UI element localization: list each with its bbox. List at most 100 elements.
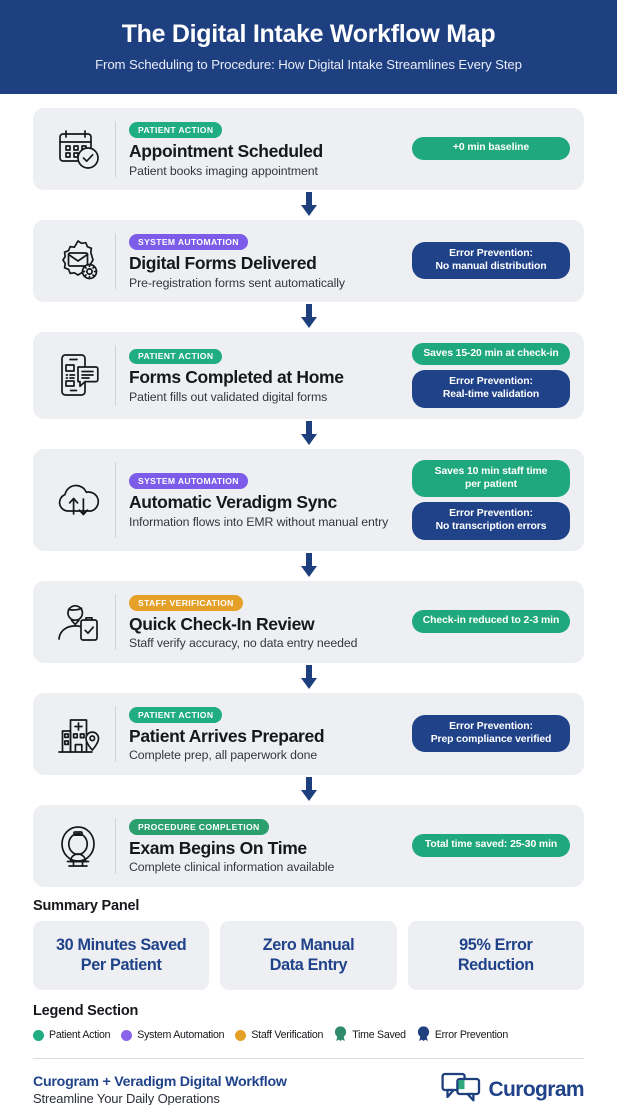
- workflow-step-card[interactable]: SYSTEM AUTOMATION Digital Forms Delivered…: [33, 219, 584, 302]
- step-subtitle: Staff verify accuracy, no data entry nee…: [129, 636, 358, 651]
- cloud-sync-icon: [45, 470, 113, 530]
- step-divider: [115, 461, 116, 538]
- legend-item: Time Saved: [334, 1026, 406, 1045]
- step-title: Forms Completed at Home: [129, 367, 344, 388]
- step-connector: [33, 302, 584, 332]
- step-subtitle: Complete prep, all paperwork done: [129, 748, 318, 763]
- speech-bubbles-icon: [441, 1072, 481, 1105]
- step-category-pill: SYSTEM AUTOMATION: [129, 234, 248, 250]
- step-connector: [33, 419, 584, 449]
- step-title: Appointment Scheduled: [129, 140, 323, 161]
- step-subtitle: Patient fills out validated digital form…: [129, 390, 328, 405]
- flow-arrow-icon: [300, 776, 317, 801]
- brand-logo: Curogram: [441, 1072, 585, 1105]
- legend-item-label: Patient Action: [49, 1029, 111, 1042]
- step-title: Digital Forms Delivered: [129, 252, 317, 273]
- page-title: The Digital Intake Workflow Map: [121, 20, 496, 48]
- step-subtitle: Patient books imaging appointment: [129, 163, 318, 178]
- legend-item: Patient Action: [33, 1029, 111, 1042]
- summary-heading: Summary Panel: [33, 897, 140, 914]
- step-connector: [33, 190, 584, 220]
- error-prevention-badge: Error Prevention:Prep compliance verifie…: [412, 714, 570, 753]
- step-badges: Check-in reduced to 2-3 min: [412, 610, 570, 633]
- step-category-pill: PATIENT ACTION: [129, 122, 223, 138]
- legend-color-dot: [33, 1029, 44, 1041]
- step-subtitle: Complete clinical information available: [129, 860, 335, 875]
- step-badges: Total time saved: 25-30 min: [412, 834, 570, 857]
- flow-arrow-icon: [300, 303, 317, 328]
- legend-item-label: Error Prevention: [434, 1029, 508, 1042]
- step-divider: [115, 120, 116, 177]
- step-category-pill: PROCEDURE COMPLETION: [129, 819, 269, 835]
- step-badges: Error Prevention:Prep compliance verifie…: [412, 714, 570, 753]
- calendar-check-icon: [45, 119, 113, 179]
- step-category-pill: PATIENT ACTION: [129, 707, 223, 723]
- step-divider: [115, 705, 116, 762]
- step-category-pill: STAFF VERIFICATION: [129, 595, 243, 611]
- time-saved-badge: Total time saved: 25-30 min: [412, 834, 570, 857]
- step-category-pill: SYSTEM AUTOMATION: [129, 473, 248, 489]
- step-title: Automatic Veradigm Sync: [129, 491, 337, 512]
- footer-title: Curogram + Veradigm Digital Workflow: [33, 1073, 287, 1090]
- step-title: Quick Check-In Review: [129, 613, 315, 634]
- step-badges: +0 min baseline: [412, 137, 570, 161]
- time-saved-badge: Saves 15-20 min at check-in: [412, 342, 570, 366]
- step-divider: [115, 593, 116, 650]
- award-ribbon-icon: [334, 1026, 347, 1045]
- legend-color-dot: [235, 1029, 247, 1041]
- legend-heading: Legend Section: [33, 1002, 139, 1019]
- legend-item: Error Prevention: [417, 1026, 508, 1045]
- legend-item: Staff Verification: [235, 1029, 323, 1041]
- legend-item-label: Staff Verification: [251, 1029, 324, 1042]
- step-divider: [115, 232, 116, 289]
- footer-divider: [33, 1057, 584, 1059]
- error-prevention-badge: Error Prevention:Real-time validation: [412, 370, 570, 408]
- legend-item-label: Time Saved: [352, 1029, 406, 1042]
- page-subtitle: From Scheduling to Procedure: How Digita…: [95, 56, 522, 72]
- step-connector: [33, 663, 584, 693]
- workflow-step-card[interactable]: SYSTEM AUTOMATION Automatic Veradigm Sync…: [33, 448, 584, 551]
- footer-text-block: Curogram + Veradigm Digital Workflow Str…: [33, 1074, 287, 1105]
- error-prevention-badge: Error Prevention:No manual distribution: [412, 242, 570, 280]
- error-prevention-badge: Error Prevention:No transcription errors: [412, 502, 570, 540]
- flow-arrow-icon: [300, 191, 317, 216]
- step-title: Exam Begins On Time: [129, 837, 307, 858]
- step-badges: Error Prevention:No manual distribution: [412, 242, 570, 280]
- step-connector: [33, 775, 584, 805]
- gear-envelope-icon: [45, 231, 113, 291]
- legend-section: Patient Action System Automation Staff Ver…: [0, 1026, 617, 1045]
- mri-scanner-icon: [45, 816, 113, 876]
- step-text-block: SYSTEM AUTOMATION Automatic Veradigm Sync…: [129, 471, 404, 529]
- hospital-location-icon: [45, 704, 113, 764]
- legend-item: System Automation: [121, 1029, 225, 1042]
- flow-arrow-icon: [300, 552, 317, 577]
- legend-item-label: System Automation: [137, 1029, 225, 1042]
- time-saved-badge: Check-in reduced to 2-3 min: [412, 610, 570, 633]
- step-divider: [115, 817, 116, 874]
- step-subtitle: Pre-registration forms sent automaticall…: [129, 275, 345, 290]
- flow-arrow-icon: [300, 420, 317, 445]
- step-divider: [115, 344, 116, 406]
- step-connector: [33, 551, 584, 581]
- mobile-form-icon: [45, 345, 113, 405]
- brand-name: Curogram: [488, 1077, 584, 1101]
- legend-color-dot: [121, 1029, 133, 1041]
